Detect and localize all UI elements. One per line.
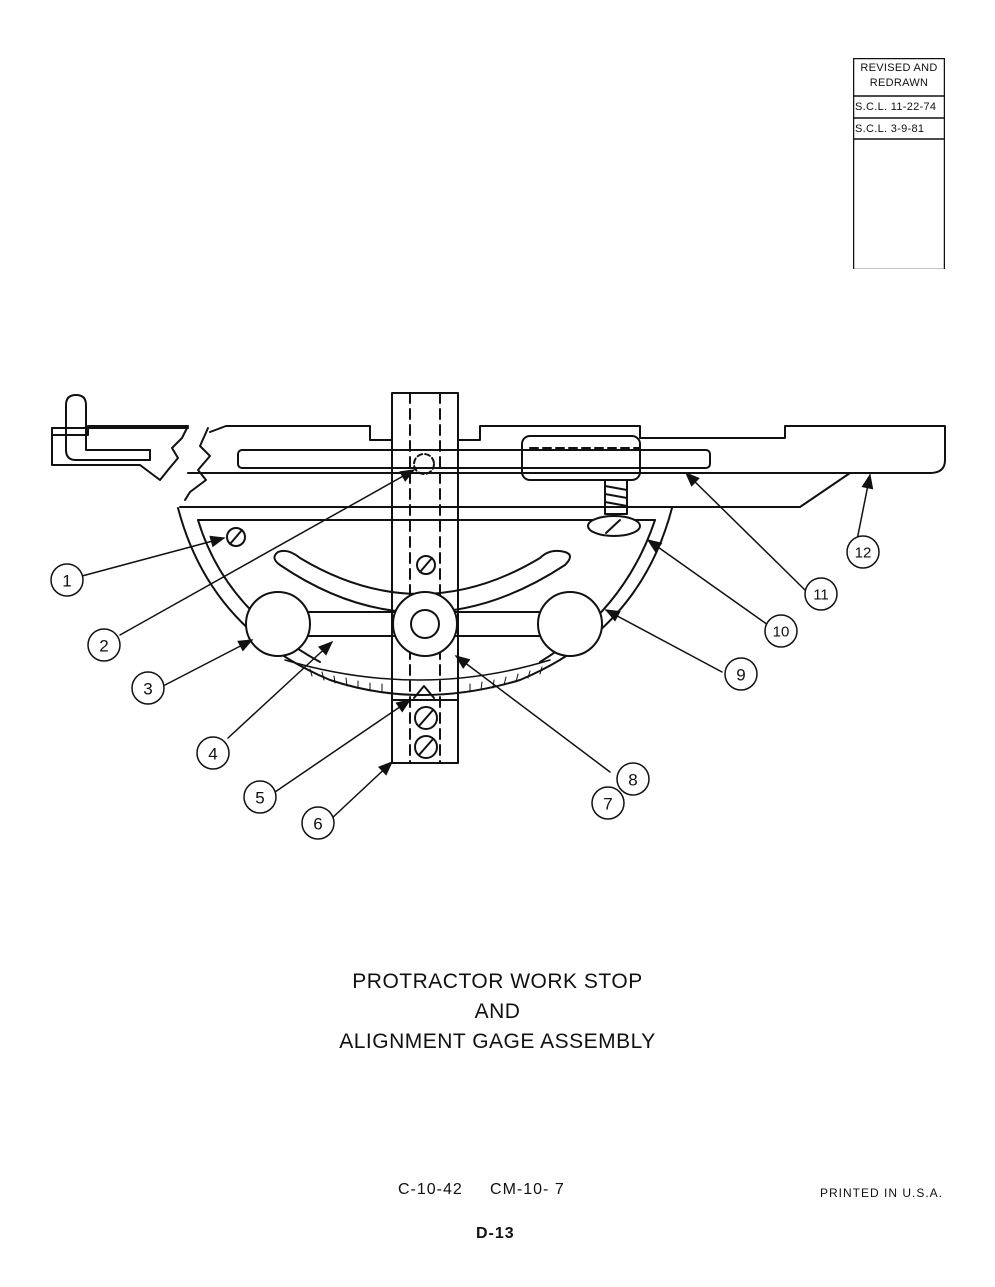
callout-5 <box>243 780 277 814</box>
callout-9-label: 9 <box>736 666 745 685</box>
callout-4 <box>196 736 230 770</box>
callout-3 <box>131 671 165 705</box>
callout-5-label: 5 <box>255 789 264 808</box>
fence-right-section <box>179 425 946 508</box>
callout-2-label: 2 <box>99 637 108 656</box>
callout-1 <box>50 563 84 597</box>
protractor-scale <box>309 666 543 693</box>
revision-header-line1: REVISED AND <box>860 62 938 74</box>
callout-7 <box>591 786 625 820</box>
callout-11 <box>804 577 838 611</box>
revision-block-frame <box>853 58 945 270</box>
callout-12 <box>846 535 880 569</box>
callout-8-label: 8 <box>628 771 637 790</box>
callout-4-label: 4 <box>208 745 217 764</box>
callout-6 <box>301 806 335 840</box>
callout-6-label: 6 <box>313 815 322 834</box>
callout-9 <box>724 657 758 691</box>
revision-header-line2: REDRAWN <box>869 77 929 89</box>
callout-10-label: 10 <box>773 624 790 641</box>
set-screw <box>587 479 641 537</box>
callout-11-label: 11 <box>813 587 829 604</box>
protractor-slot <box>273 549 571 614</box>
fence-left-section <box>51 394 189 481</box>
revision-row-1: S.C.L. 11-22-74 <box>855 101 937 113</box>
drawing-title-line3: ALIGNMENT GAGE ASSEMBLY <box>339 1030 656 1053</box>
callout-1-label: 1 <box>62 572 71 591</box>
callout-3-label: 3 <box>143 680 152 699</box>
printed-in-label: PRINTED IN U.S.A. <box>820 1186 944 1200</box>
pivot-knob <box>392 591 458 657</box>
callout-2 <box>87 628 121 662</box>
callout-circles <box>50 535 880 840</box>
page-number: D-13 <box>476 1225 515 1242</box>
assembly-drawing: 1 2 3 4 5 6 7 8 9 10 11 12 <box>50 392 946 840</box>
drawing-codes: C-10-42 CM-10- 7 <box>398 1181 565 1198</box>
callout-12-label: 12 <box>855 545 872 562</box>
screws <box>226 453 438 759</box>
drawing-title-line1: PROTRACTOR WORK STOP <box>352 970 643 993</box>
revision-block: REVISED AND REDRAWN S.C.L. 11-22-74 S.C.… <box>853 58 945 270</box>
callout-10 <box>764 614 798 648</box>
callout-8 <box>616 762 650 796</box>
leader-lines <box>81 469 874 821</box>
callout-7-label: 7 <box>603 795 612 814</box>
stop-block <box>521 435 641 481</box>
drawing-title-line2: AND <box>474 1000 521 1023</box>
revision-row-2: S.C.L. 3-9-81 <box>855 123 925 135</box>
